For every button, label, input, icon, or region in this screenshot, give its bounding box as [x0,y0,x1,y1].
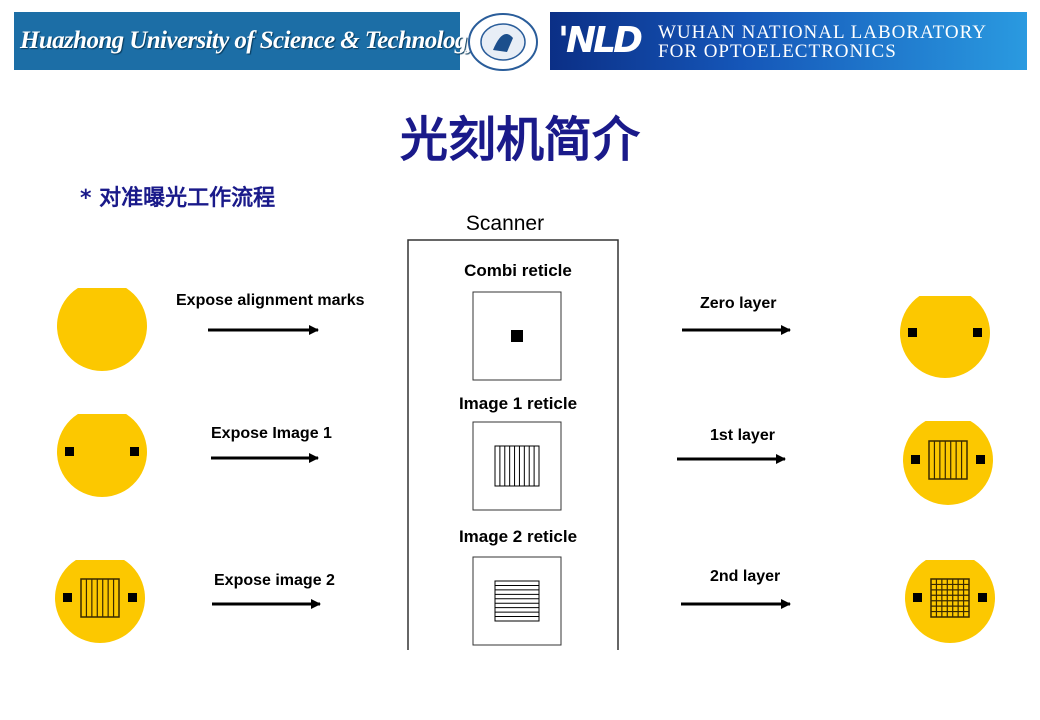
output-wafer-2 [903,421,993,505]
wnlo-name-line1: WUHAN NATIONAL LABORATORY [658,22,987,43]
wnlo-name-line2: FOR OPTOELECTRONICS [658,41,897,62]
output-wafer-3 [905,560,995,643]
wafer-body [903,421,993,505]
wnlo-banner: 'NLD WUHAN NATIONAL LABORATORY FOR OPTOE… [550,12,1027,70]
slide-subtitle: * 对准曝光工作流程 [80,186,276,211]
alignment-mark [128,593,137,602]
wnlo-logo: 'NLD [558,20,643,61]
input-step-label: Expose Image 1 [211,425,332,442]
input-step-label: Expose image 2 [214,572,335,589]
alignment-mark [976,455,985,464]
wafer-pattern [928,440,968,480]
reticle-mark [511,330,523,342]
wafer-pattern [80,578,120,618]
reticle-label: Combi reticle [464,261,572,280]
alignment-mark [908,328,917,337]
reticle-pattern [494,580,540,622]
wafer-body [55,560,146,644]
alignment-mark [63,593,72,602]
output-layer-label: Zero layer [700,295,776,312]
university-seal-logo [468,13,538,71]
hust-banner: Huazhong University of Science & Technol… [14,12,478,70]
alignment-mark [973,328,982,337]
wafer-body [57,288,148,371]
output-layer-label: 2nd layer [710,568,780,585]
input-wafer-3 [55,560,146,644]
input-wafer-1 [57,288,148,371]
reticle-pattern [494,445,540,487]
wafer-body [905,560,995,643]
alignment-mark [65,447,74,456]
alignment-mark [913,593,922,602]
scanner-label: Scanner [466,212,544,235]
alignment-mark [911,455,920,464]
alignment-mark [978,593,987,602]
reticle-3 [472,556,562,646]
input-step-label: Expose alignment marks [176,292,365,309]
output-layer-label: 1st layer [710,427,775,444]
reticle-label: Image 1 reticle [459,394,577,413]
reticle-2 [472,421,562,511]
input-wafer-2 [57,414,148,497]
alignment-mark [130,447,139,456]
scanner-box [407,239,619,650]
wnlo-name: WUHAN NATIONAL LABORATORY FOR OPTOELECTR… [658,23,987,61]
wafer-pattern [930,578,970,618]
slide-title: 光刻机简介 [399,112,640,168]
reticle-label: Image 2 reticle [459,527,577,546]
wafer-body [899,296,991,378]
output-wafer-1 [899,296,991,378]
wafer-body [57,414,148,497]
